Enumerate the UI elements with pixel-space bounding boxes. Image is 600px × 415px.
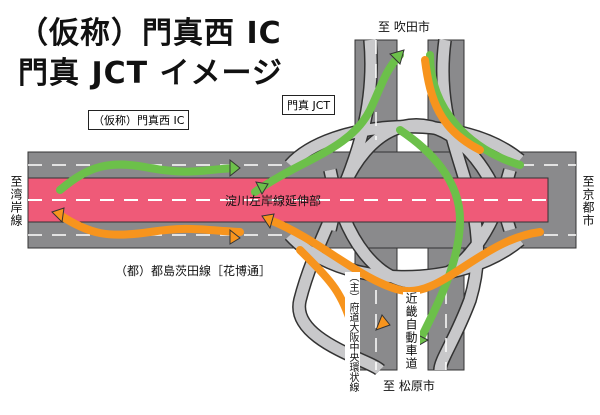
destination-wangan: 至湾岸線 bbox=[9, 175, 23, 227]
destination-matsubara: 至 松原市 bbox=[383, 379, 435, 393]
ic-label-box: （仮称）門真西 IC bbox=[88, 110, 190, 130]
destination-suita: 至 吹田市 bbox=[378, 20, 430, 34]
arrow-heads bbox=[51, 49, 430, 349]
title-line-2: 門真 JCT イメージ bbox=[18, 56, 283, 91]
title-line-1: （仮称）門真西 IC bbox=[18, 16, 282, 51]
orange-routes bbox=[56, 56, 544, 324]
yodogawa-label: 淀川左岸線延伸部 bbox=[225, 194, 322, 208]
chuo-kanjo-label: （主）府道大阪中央環状線 bbox=[345, 272, 360, 392]
jct-label-box: 門真 JCT bbox=[282, 95, 336, 115]
miyakojima-label: （都）都島茨田線［花博通］ bbox=[115, 264, 272, 278]
kinki-label: 近畿自動車道 bbox=[403, 292, 420, 370]
destination-kyoto: 至京都市 bbox=[581, 175, 595, 227]
green-routes bbox=[56, 51, 524, 344]
